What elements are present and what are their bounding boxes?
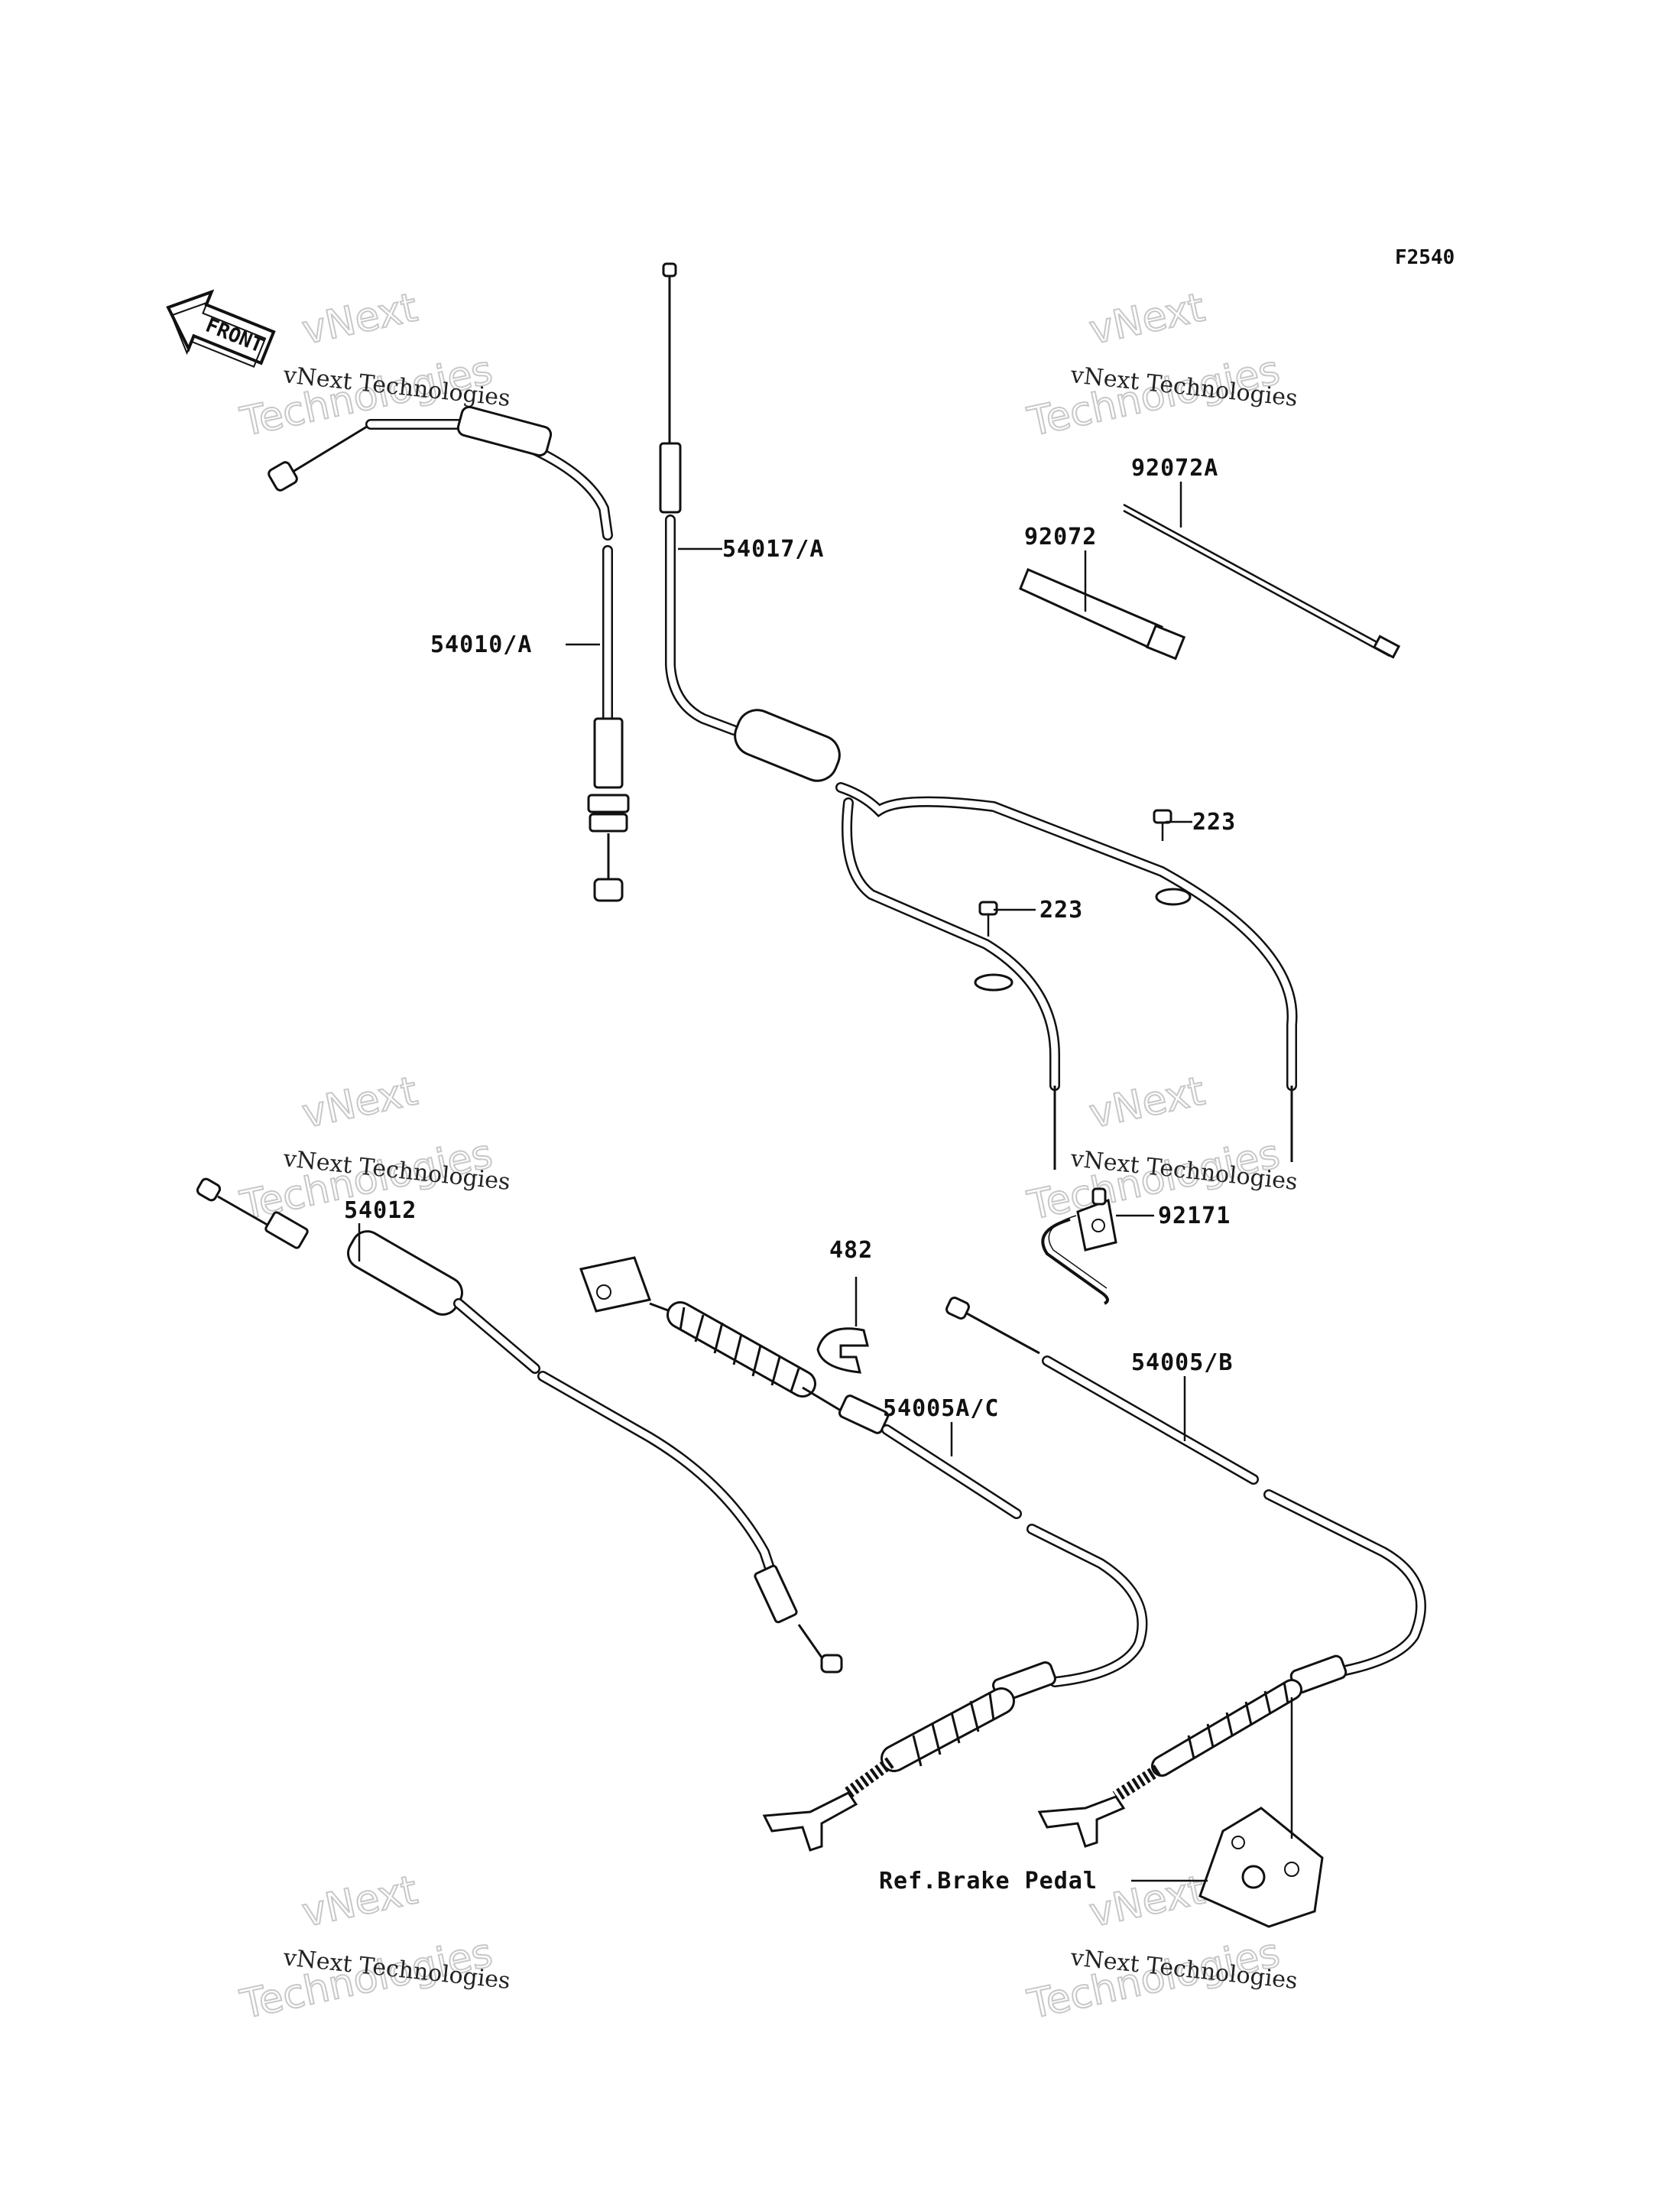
callout-223-upper: 223 — [1192, 809, 1236, 836]
callout-92072a: 92072A — [1131, 455, 1218, 482]
callout-482: 482 — [829, 1237, 873, 1264]
bracket-92171 — [1041, 1187, 1117, 1305]
cable-54005ac — [579, 1256, 1148, 1852]
callout-92171: 92171 — [1158, 1203, 1231, 1229]
brake-pedal-bracket — [1198, 1807, 1324, 1928]
cable-54010a — [268, 405, 630, 902]
cable-tie-92072 — [1019, 568, 1186, 661]
svg-text:vNext: vNext — [1085, 1867, 1208, 1936]
callout-54017a: 54017/A — [722, 536, 824, 563]
svg-text:vNext: vNext — [298, 1867, 421, 1936]
svg-text:vNext: vNext — [298, 1068, 421, 1137]
callout-54010a: 54010/A — [430, 631, 532, 658]
svg-text:vNext: vNext — [1085, 284, 1208, 353]
watermark-5: vNext Technologies vNext Technologies — [235, 1866, 511, 2028]
watermark-2: vNext Technologies vNext Technologies — [1023, 284, 1299, 446]
bolt-223-lower — [978, 901, 998, 937]
svg-text:vNext: vNext — [1085, 1068, 1208, 1137]
cable-tie-92072a — [1123, 503, 1401, 659]
figure-id: F2540 — [1395, 246, 1455, 269]
callout-54005b: 54005/B — [1131, 1349, 1233, 1376]
callout-223-lower: 223 — [1039, 897, 1083, 924]
leader-lines — [358, 482, 1293, 1882]
e-clip-482 — [816, 1327, 869, 1374]
svg-text:vNext: vNext — [298, 284, 421, 353]
callout-ref-brake-pedal: Ref.Brake Pedal — [879, 1868, 1098, 1894]
cable-54012 — [196, 1177, 843, 1674]
callout-54012: 54012 — [344, 1197, 417, 1224]
callout-92072: 92072 — [1024, 524, 1097, 550]
cable-54017a — [659, 262, 1298, 1170]
callout-54005ac: 54005A/C — [883, 1395, 1000, 1422]
cable-54005b — [945, 1297, 1426, 1848]
bolt-223-upper — [1153, 809, 1172, 841]
front-arrow-icon: FRONT — [166, 289, 276, 368]
